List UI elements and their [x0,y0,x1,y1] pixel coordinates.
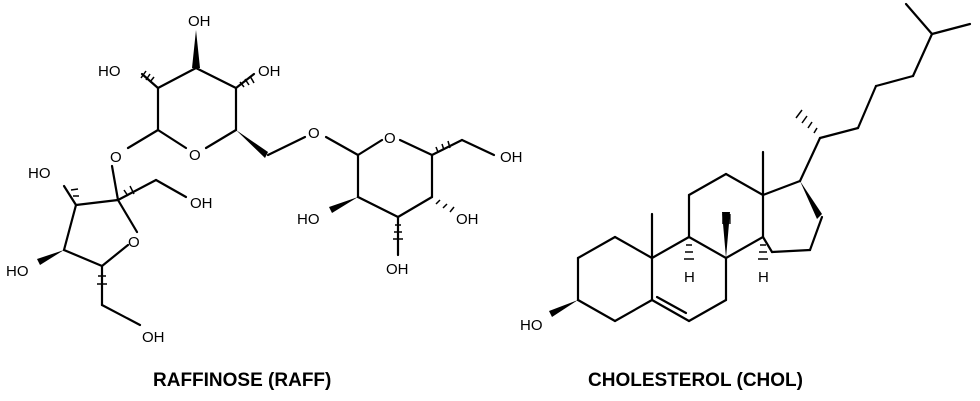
atom-label: OH [258,63,281,80]
hashed-bonds [70,70,455,285]
cholesterol-structure: H H H HO [520,2,972,334]
atom-label: OH [142,329,165,346]
galactose-ring-bonds [126,66,360,157]
raffinose-caption: RAFFINOSE (RAFF) [153,370,332,391]
atom-label: HO [297,211,320,228]
cholesterol-caption: CHOLESTEROL (CHOL) [588,370,803,391]
atom-label: HO [98,63,121,80]
atom-label: OH [456,211,479,228]
atom-label: O [110,149,122,166]
wedge-bond [329,197,358,213]
wedge-bond [800,181,822,219]
wedge-bond [722,212,730,258]
atom-label: HO [520,317,543,334]
atom-label: HO [28,165,51,182]
atom-label: O [189,147,201,164]
atom-label: H [721,211,732,228]
atom-label: O [308,125,320,142]
glucose-ring-bonds [356,138,496,257]
atom-label: H [684,269,695,286]
hashed-bonds [684,109,818,260]
raffinose-structure: OH HO OH O O O HO OH O O OH HO OH OH HO … [6,13,523,346]
cholesterol-skeleton-bonds [576,2,972,323]
wedge-bond [37,250,64,265]
atom-label: O [128,234,140,251]
wedge-bond [192,30,200,68]
atom-label: OH [190,195,213,212]
cholesterol-atom-labels: H H H HO [520,211,769,334]
atom-label: HO [6,263,29,280]
raffinose-atom-labels: OH HO OH O O O HO OH O O OH HO OH OH HO … [6,13,523,346]
wedge-bond [236,130,268,158]
atom-label: OH [386,261,409,278]
atom-label: H [758,269,769,286]
atom-label: OH [500,149,523,166]
atom-label: O [384,130,396,147]
wedge-bond [549,300,578,317]
atom-label: OH [188,13,211,30]
fructose-ring-bonds [62,164,188,327]
